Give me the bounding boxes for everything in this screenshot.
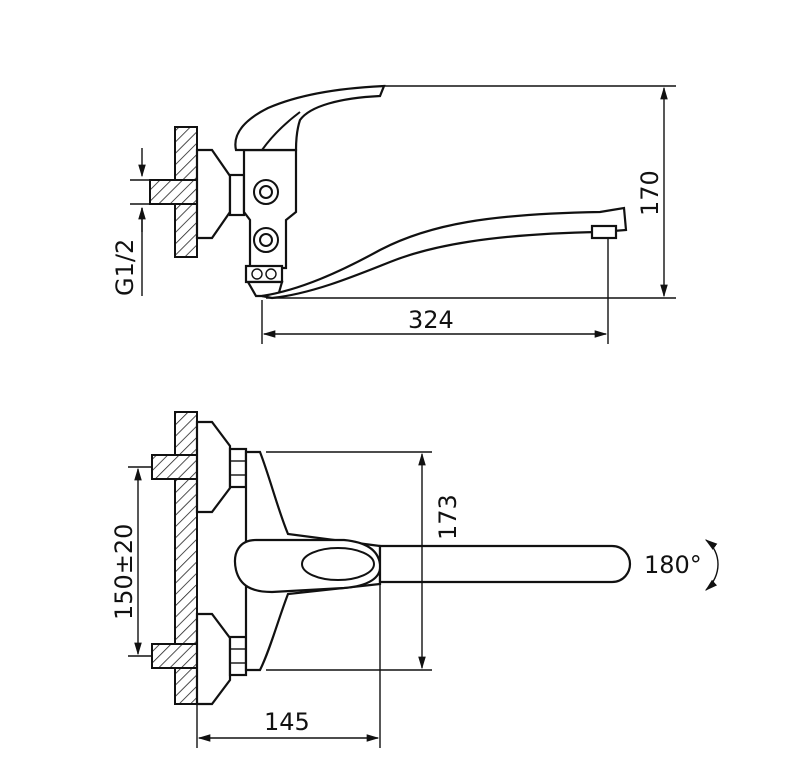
lever-handle-top — [233, 538, 382, 594]
wall-section-bottom — [174, 411, 198, 705]
aerator — [590, 224, 618, 240]
side-view: G1/2 170 324 — [111, 84, 676, 344]
valve-port-lower — [253, 227, 279, 253]
nut-lower — [228, 635, 248, 677]
escutcheon-top — [195, 148, 232, 240]
escutcheon-upper — [195, 420, 232, 514]
escutcheon-lower — [195, 612, 232, 706]
spout-side — [261, 206, 628, 300]
spout-top — [378, 544, 632, 584]
spout-reach-label: 324 — [408, 306, 454, 334]
top-view: 173 150±20 145 180° — [110, 411, 719, 748]
spout-height-label: 170 — [636, 170, 664, 216]
nut-upper — [228, 447, 248, 489]
inlet-thread-label: G1/2 — [111, 239, 139, 296]
body-height-label: 173 — [434, 494, 462, 540]
projection-label: 145 — [264, 708, 310, 736]
nut-top — [228, 173, 246, 217]
lever-handle-side — [234, 84, 386, 152]
inlet-spacing-label: 150±20 — [110, 524, 138, 620]
valve-body-side — [242, 148, 298, 270]
valve-port — [253, 179, 279, 205]
rotation-label: 180° — [644, 551, 702, 579]
rotation-arrow-icon — [704, 539, 719, 591]
